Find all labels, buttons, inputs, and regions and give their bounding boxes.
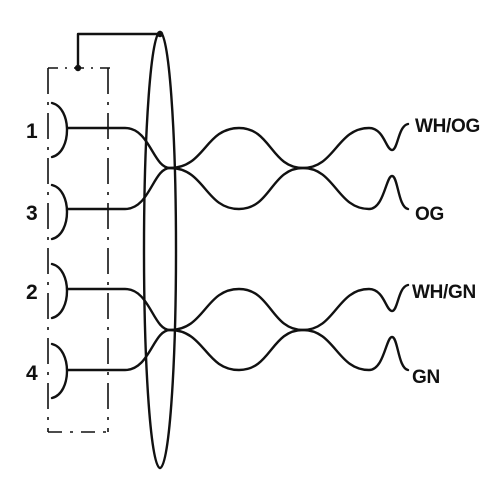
connector-housing-outline [47,67,112,433]
contact-socket-2 [50,262,69,320]
pin-number-3: 3 [26,202,38,225]
wire-label-wh-gn: WH/GN [412,282,476,303]
contact-socket-4 [50,342,69,400]
pin-number-1: 1 [26,120,38,143]
twisted-pair-orange [66,122,410,211]
twisted-pair-green [66,283,410,372]
wire-wh-og [66,122,410,170]
pin-number-2: 2 [26,281,38,304]
wire-label-og: OG [415,204,444,225]
wire-label-wh-og: WH/OG [415,116,480,137]
wire-wh-gn [66,283,410,332]
cable-shield-ellipse [142,30,178,470]
pin-number-4: 4 [26,362,38,385]
wire-label-gn: GN [412,367,440,388]
contact-socket-1 [50,101,69,159]
shield-drain-wire [74,30,164,72]
drain-dot-lower [74,64,82,72]
wire-gn [66,328,410,372]
wire-og [66,166,410,211]
contact-socket-3 [50,183,69,241]
